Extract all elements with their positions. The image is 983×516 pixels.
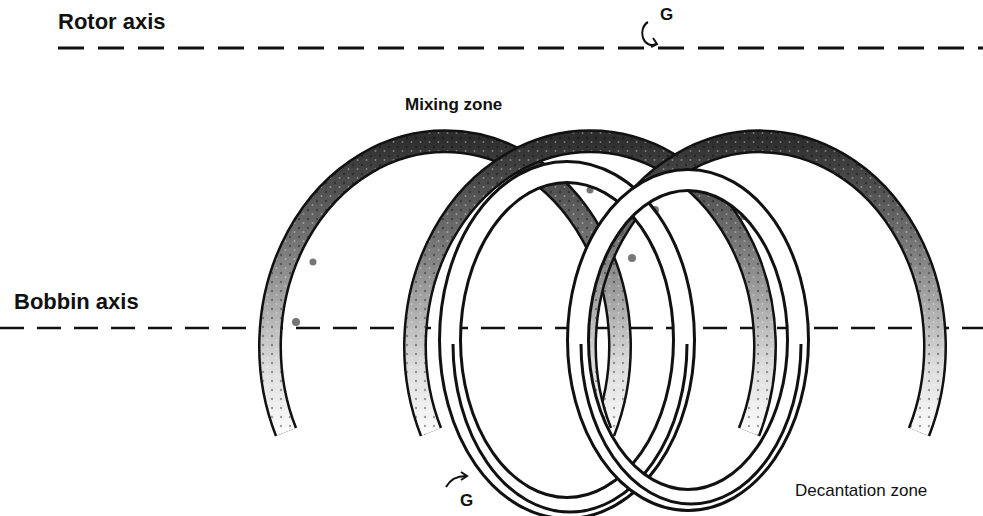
droplets [292,187,772,327]
zone-label: Decantation zone [795,482,927,501]
rotor-axis-line [58,47,983,50]
coil-front-rings [450,172,801,512]
axis-label: Bobbin axis [14,290,139,314]
bobbin-axis-line [0,327,983,330]
axis-label: Rotor axis [58,10,166,34]
zone-label: Mixing zone [405,96,502,115]
force-symbol: G [660,6,673,25]
force-symbol: G [460,492,473,511]
rotation-arrow [446,22,657,487]
